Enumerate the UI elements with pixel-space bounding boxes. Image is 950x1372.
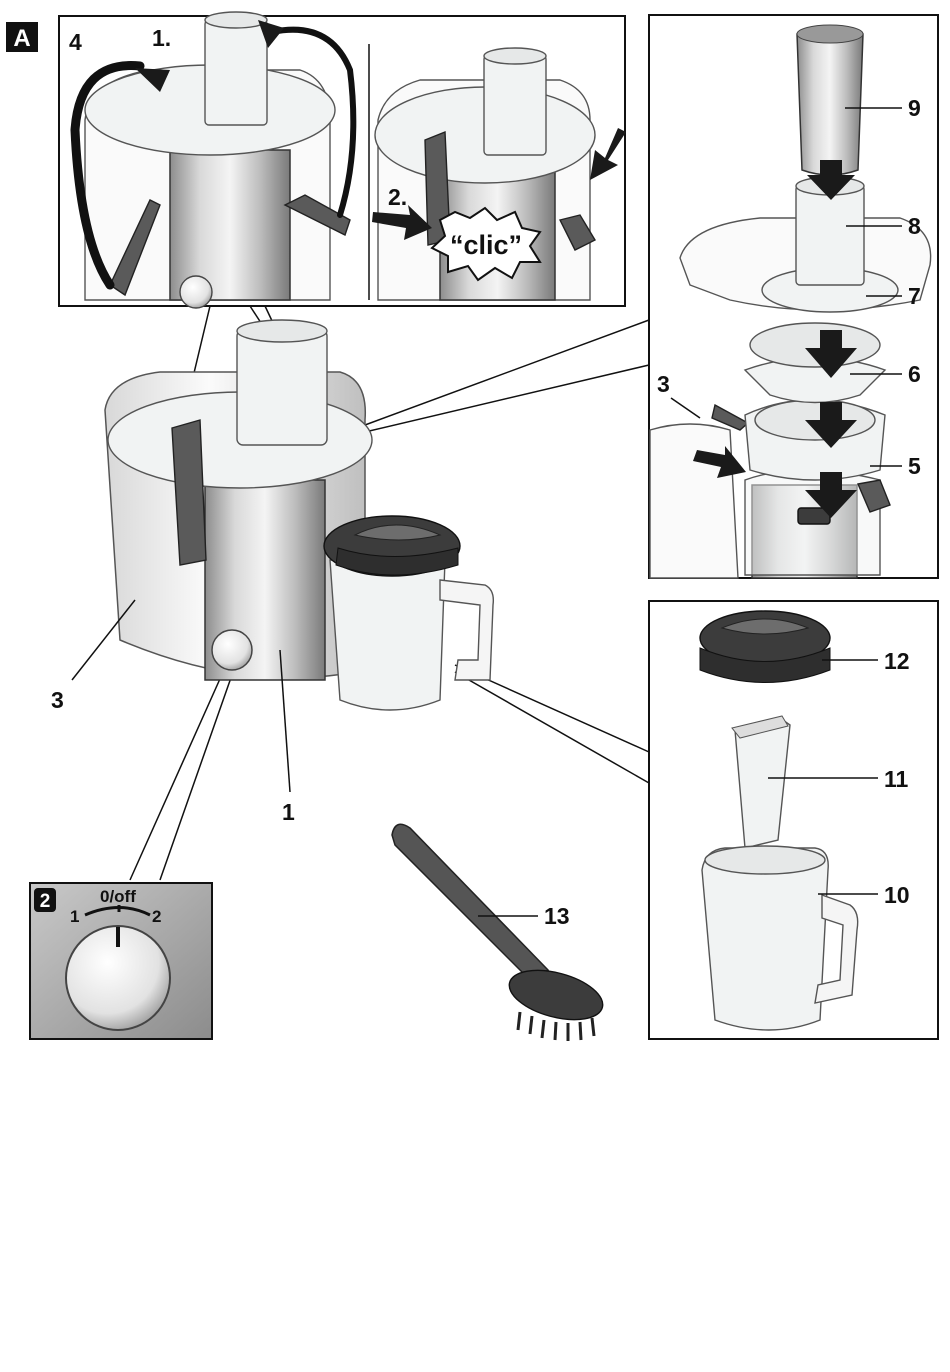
label-3-main: 3 <box>51 687 64 713</box>
label-7: 7 <box>908 283 921 309</box>
exploded-detail: 9 8 7 6 5 3 <box>649 15 938 578</box>
switch-inset-badge: 2 <box>40 891 51 912</box>
main-juicer: 1 3 <box>51 320 493 825</box>
switch-off-label: 0/off <box>100 887 136 906</box>
label-step-2: 2. <box>388 184 407 210</box>
label-step-1: 1. <box>152 25 171 51</box>
label-3-detail: 3 <box>657 371 670 397</box>
assembly-inset: “clic” 4 1. 2. <box>59 12 626 308</box>
label-6: 6 <box>908 361 921 387</box>
click-text: “clic” <box>450 230 522 260</box>
cleaning-brush: 13 <box>392 824 608 1041</box>
label-5: 5 <box>908 453 921 479</box>
label-11: 11 <box>884 766 909 792</box>
label-4: 4 <box>69 29 82 55</box>
label-1: 1 <box>282 799 295 825</box>
jug-parts-inset: 12 11 10 <box>649 601 938 1039</box>
label-9: 9 <box>908 95 921 121</box>
switch-pos-2: 2 <box>152 907 161 926</box>
section-badge-text: A <box>13 25 30 52</box>
label-13: 13 <box>544 903 570 929</box>
label-10: 10 <box>884 882 910 908</box>
switch-pos-1: 1 <box>70 907 79 926</box>
switch-inset: 2 0/off 1 2 <box>30 883 212 1039</box>
label-12: 12 <box>884 648 910 674</box>
label-8: 8 <box>908 213 921 239</box>
section-badge: A <box>6 22 38 52</box>
